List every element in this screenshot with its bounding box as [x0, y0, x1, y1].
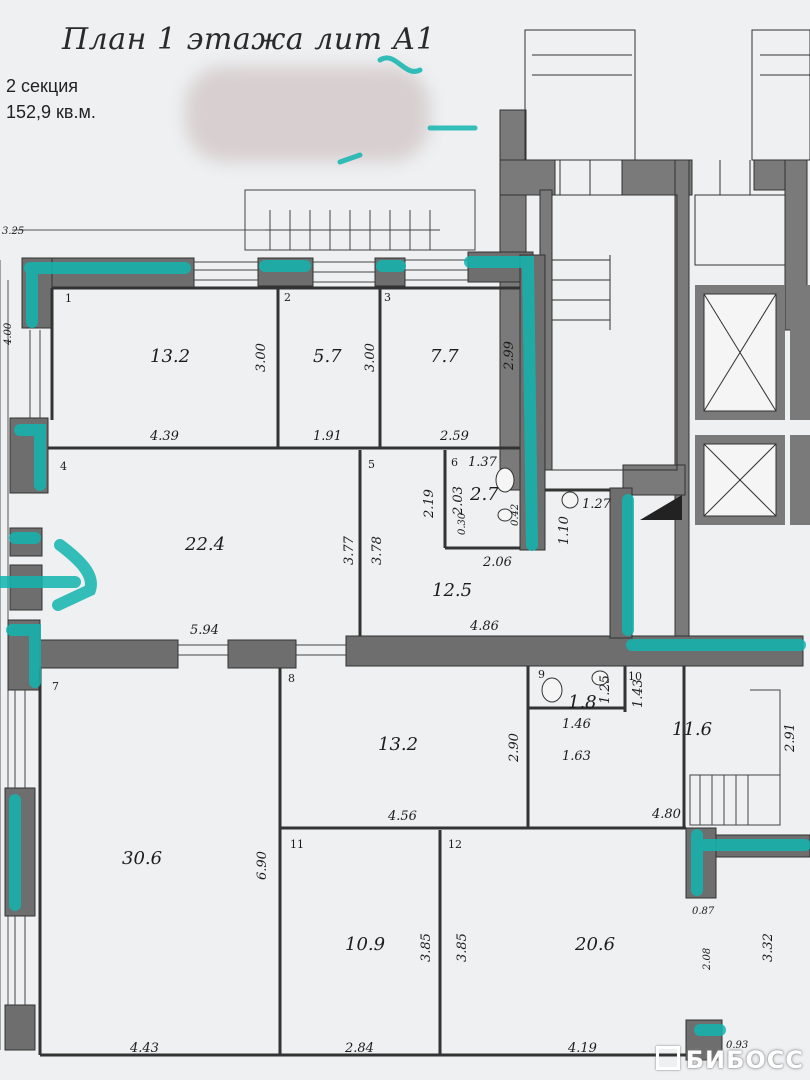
marker-doodles	[337, 55, 478, 165]
dimension: 3.32	[761, 933, 776, 962]
dimension: 2.08	[702, 948, 713, 971]
dimension: 0.30	[457, 512, 468, 535]
room-area: 13.2	[150, 346, 190, 367]
dimension: 2.99	[502, 341, 517, 371]
room-number: 10	[628, 670, 642, 683]
dimension: 1.63	[562, 749, 591, 764]
dimension: 1.46	[562, 717, 591, 732]
dimension: 4.86	[469, 619, 499, 634]
plan-title: План 1 этажа лит А1	[62, 22, 436, 57]
room-area: 1.8	[568, 692, 597, 713]
dimension: 4.00	[3, 322, 14, 346]
marker-highlights	[0, 256, 810, 1036]
redacted-blur	[185, 66, 430, 162]
dimension: 0.87	[692, 906, 715, 917]
windows	[14, 259, 468, 1005]
bathroom-fixtures	[495, 467, 609, 703]
dimension: 2.91	[783, 723, 798, 753]
dimension: 3.77	[342, 535, 357, 565]
dimension: 4.80	[651, 807, 681, 822]
room-area: 7.7	[430, 346, 459, 367]
dimension: 2.19	[422, 489, 437, 519]
core-outlines	[524, 29, 810, 471]
room-area: 22.4	[184, 534, 225, 555]
dimension: 4.56	[387, 809, 417, 824]
dimension: 2.84	[344, 1041, 374, 1056]
dimension: 3.78	[370, 536, 385, 565]
room-number: 1	[65, 292, 72, 305]
dimension: 0.93	[726, 1040, 748, 1051]
partitions	[38, 286, 686, 1057]
room-number: 11	[290, 838, 304, 851]
room-number: 12	[448, 838, 462, 851]
dimension: 3.00	[363, 343, 378, 372]
room-area: 10.9	[345, 934, 385, 955]
dimension: 3.00	[254, 343, 269, 372]
dimension: 2.06	[482, 555, 512, 570]
room-number: 8	[288, 672, 295, 685]
dimension: 3.25	[2, 226, 24, 237]
room-area: 12.5	[432, 580, 472, 601]
watermark-logo-icon	[655, 1046, 680, 1070]
dimension: 5.94	[190, 623, 219, 638]
dimension: 6.90	[255, 851, 270, 880]
dimension: 4.43	[129, 1041, 159, 1056]
room-area: 5.7	[313, 346, 342, 367]
dimension: 1.27	[582, 497, 612, 512]
dimension: 3.85	[455, 933, 470, 962]
dimension: 1.25	[598, 675, 613, 704]
elevator-shafts	[640, 285, 810, 525]
room-area: 11.6	[672, 719, 712, 740]
dimension: 1.91	[313, 429, 342, 444]
room-area: 20.6	[574, 934, 615, 955]
room-number: 5	[368, 458, 375, 471]
room-number: 4	[60, 460, 67, 473]
watermark-text: БИБОСС	[685, 1046, 804, 1074]
room-number: 9	[538, 668, 545, 681]
room-area: 30.6	[122, 848, 162, 869]
dimension: 2.59	[439, 429, 469, 444]
dimension: 2.90	[507, 733, 522, 763]
dimension: 0.42	[510, 504, 521, 526]
dimension: 4.19	[567, 1041, 597, 1056]
room-area: 2.7	[469, 484, 499, 505]
total-area-label: 152,9 кв.м.	[6, 102, 96, 122]
room-number: 3	[384, 291, 391, 304]
stairs-top	[244, 189, 476, 251]
section-label: 2 секция	[6, 76, 79, 96]
dimension: 2.03	[451, 486, 466, 516]
dimension: 3.85	[419, 933, 434, 962]
dimension: 1.10	[557, 516, 572, 545]
room-number: 7	[52, 680, 59, 693]
room-number: 6	[451, 456, 458, 469]
room-number: 2	[284, 291, 291, 304]
room-area: 13.2	[378, 734, 418, 755]
dimension: 1.37	[468, 455, 498, 470]
stairs-bottom	[689, 689, 781, 826]
dimension: 1.43	[631, 679, 646, 708]
dimension: 4.39	[149, 429, 179, 444]
watermark: БИБОСС	[655, 1046, 804, 1074]
